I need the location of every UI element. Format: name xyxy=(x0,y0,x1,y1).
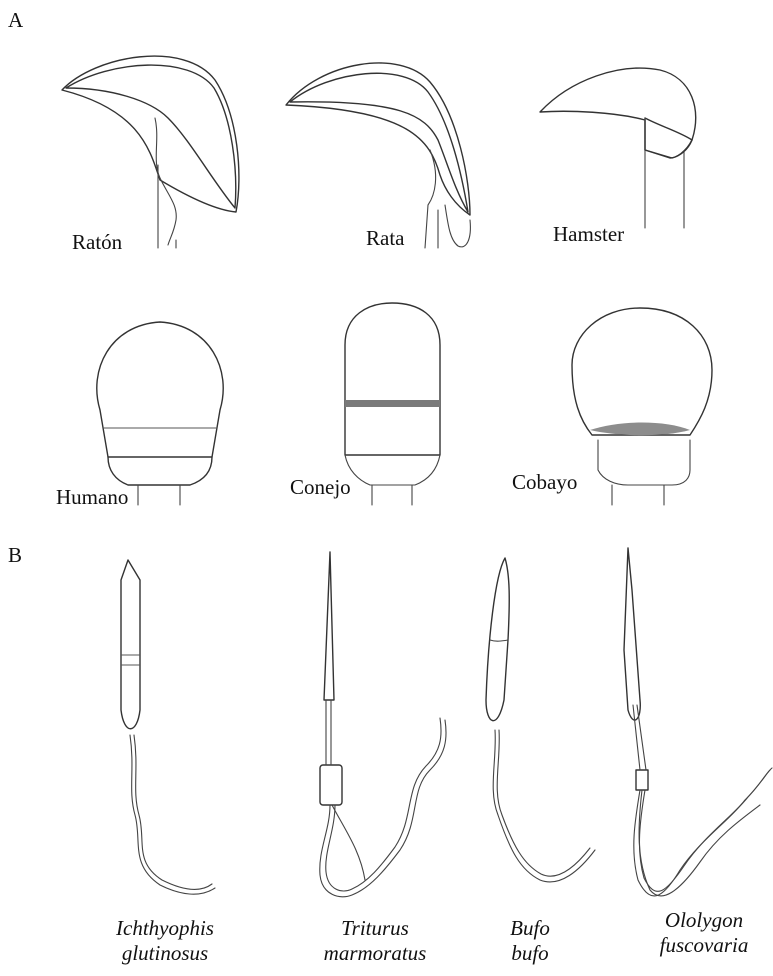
bufo-sperm xyxy=(486,558,595,882)
label-rata: Rata xyxy=(366,228,404,249)
guinea-pig-sperm-head xyxy=(572,308,712,505)
species-text: glutinosus xyxy=(100,943,230,964)
species-label-triturus: Triturus marmoratus xyxy=(305,918,445,964)
panel-label-b: B xyxy=(8,545,22,566)
triturus-sperm xyxy=(320,552,446,897)
genus-text: Ololygon xyxy=(640,910,768,931)
species-label-bufo: Bufo bufo xyxy=(500,918,560,964)
genus-text: Triturus xyxy=(305,918,445,939)
genus-text: Ichthyophis xyxy=(100,918,230,939)
species-text: marmoratus xyxy=(305,943,445,964)
rabbit-sperm-head xyxy=(345,303,440,505)
rat-sperm-head xyxy=(286,63,470,248)
genus-text: Bufo xyxy=(500,918,560,939)
ololygon-sperm xyxy=(624,548,772,896)
label-cobayo: Cobayo xyxy=(512,472,577,493)
mouse-sperm-head xyxy=(62,56,239,248)
ichthyophis-sperm xyxy=(121,560,215,894)
label-hamster: Hamster xyxy=(553,224,624,245)
panel-label-a: A xyxy=(8,10,23,31)
species-text: bufo xyxy=(500,943,560,964)
species-label-ichthyophis: Ichthyophis glutinosus xyxy=(100,918,230,964)
human-sperm-head xyxy=(97,322,223,505)
label-humano: Humano xyxy=(56,487,128,508)
species-label-ololygon: Ololygon fuscovaria xyxy=(640,910,768,956)
label-conejo: Conejo xyxy=(290,477,351,498)
species-text: fuscovaria xyxy=(640,935,768,956)
hamster-sperm-head xyxy=(540,68,696,228)
label-raton: Ratón xyxy=(72,232,122,253)
